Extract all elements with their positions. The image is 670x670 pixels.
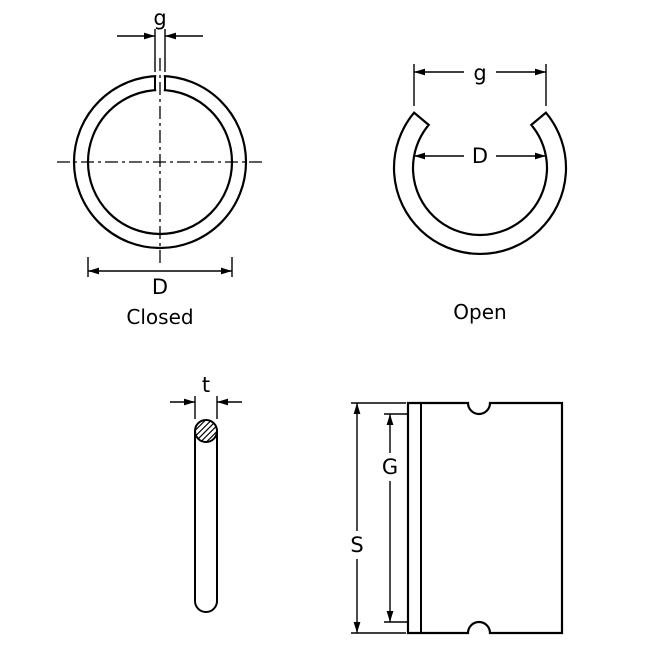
wire-thickness-dimension: t	[170, 373, 242, 419]
closed-diameter-dimension: D	[87, 257, 233, 299]
groove-section-view: S G	[343, 401, 564, 635]
shaft-section-body	[406, 401, 564, 635]
hatch-line	[194, 419, 207, 432]
label-background	[464, 58, 496, 86]
hatch-line	[205, 430, 218, 443]
arrowhead	[221, 267, 232, 275]
shaft-diameter-dimension: S	[343, 402, 406, 634]
open-ring-diameter-label: D	[472, 144, 488, 168]
arrowhead	[535, 152, 546, 160]
closed-ring-view: g D Closed	[57, 6, 263, 329]
arrowhead	[414, 68, 425, 76]
arrowhead	[165, 32, 176, 40]
label-background	[464, 142, 496, 170]
wire-bottom-cap	[194, 600, 218, 613]
closed-ring-diameter-label: D	[152, 275, 168, 299]
arrowhead	[353, 622, 361, 633]
wire-thickness-label: t	[202, 373, 210, 397]
arrowhead	[144, 32, 155, 40]
arrowhead	[535, 68, 546, 76]
open-ring-view: g D Open	[392, 58, 568, 324]
hatch-line	[197, 422, 215, 440]
open-diameter-dimension: D	[414, 142, 546, 170]
open-caption: Open	[453, 300, 506, 324]
wire-section-hatching	[194, 419, 218, 443]
wire-cross-section-view: t	[170, 373, 242, 613]
groove-diameter-dimension: G	[376, 414, 404, 622]
arrowhead	[386, 611, 394, 622]
shaft-diameter-label: S	[350, 533, 363, 557]
label-background	[376, 453, 404, 481]
closed-ring-gap-label: g	[153, 6, 166, 30]
label-background	[343, 531, 371, 559]
arrowhead	[386, 414, 394, 425]
open-ring-body	[392, 111, 568, 255]
arrowhead	[184, 398, 195, 406]
arrowhead	[88, 267, 99, 275]
groove-diameter-label: G	[382, 455, 398, 479]
open-gap-dimension: g	[413, 58, 547, 106]
closed-caption: Closed	[126, 305, 193, 329]
closed-gap-dimension: g	[117, 6, 203, 72]
arrowhead	[353, 403, 361, 414]
hatch-line	[201, 426, 217, 442]
open-ring-gap-label: g	[473, 61, 486, 85]
hatch-line	[195, 420, 211, 436]
arrowhead	[217, 398, 228, 406]
closed-ring-gap-mask	[156, 62, 164, 96]
arrowhead	[414, 152, 425, 160]
